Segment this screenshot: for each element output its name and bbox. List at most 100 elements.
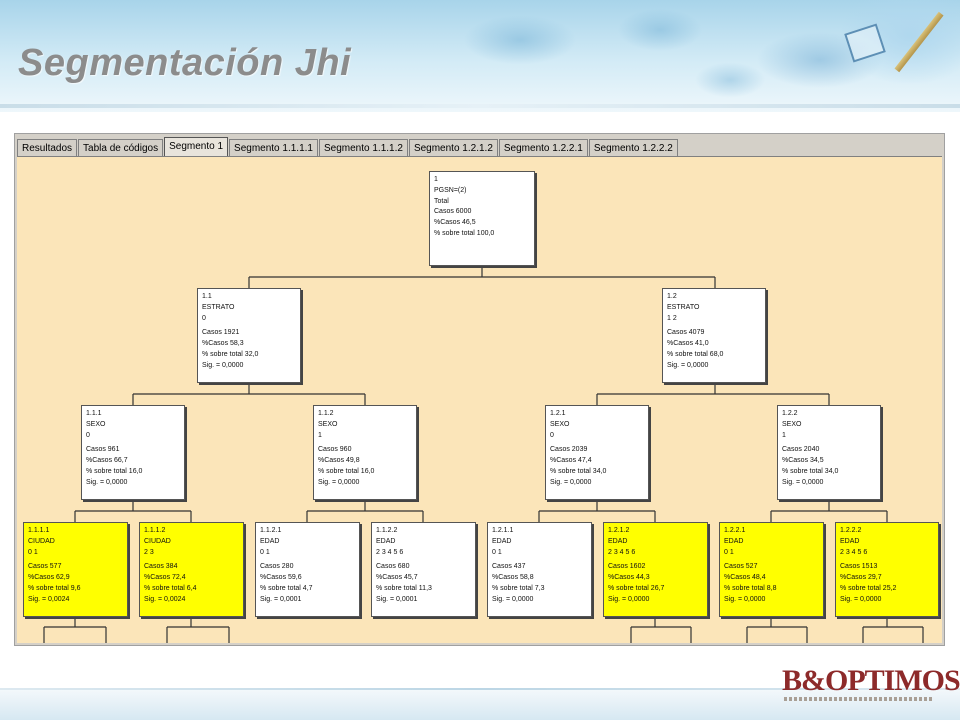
footer-divider <box>0 688 960 691</box>
tree-node-1-2[interactable]: 1.2 ESTRATO 1 2 Casos 4079 %Casos 41,0 %… <box>662 288 766 383</box>
node-sig: Sig. = 0,0000 <box>782 478 824 486</box>
node-pct-total: % sobre total 34,0 <box>550 467 607 475</box>
node-id: 1.1.2 <box>318 410 334 417</box>
tree-node-1-2-1-1[interactable]: 1.2.1.1 EDAD 0 1 Casos 437 %Casos 58,8 %… <box>487 522 592 617</box>
node-pct-total: % sobre total 6,4 <box>144 584 197 592</box>
node-id: 1.2.1 <box>550 410 566 417</box>
node-id: 1.2.2.1 <box>724 527 746 534</box>
slide-header <box>0 0 960 112</box>
connector-stub-1-2-1-2 <box>630 617 692 643</box>
node-variable: EDAD <box>724 537 744 545</box>
tree-node-1-2-1-2[interactable]: 1.2.1.2 EDAD 2 3 4 5 6 Casos 1602 %Casos… <box>603 522 708 617</box>
node-value: 1 <box>318 431 322 439</box>
node-casos: Casos 2040 <box>782 446 820 454</box>
connector-1-2 <box>596 383 830 405</box>
company-logo: B&OPTIMOS <box>782 664 960 704</box>
node-sig: Sig. = 0,0024 <box>144 595 186 603</box>
tree-node-1-1-2[interactable]: 1.1.2 SEXO 1 Casos 960 %Casos 49,8 % sob… <box>313 405 417 500</box>
connector-1-2-1 <box>538 500 656 522</box>
node-casos: Casos 577 <box>28 563 62 571</box>
node-sig: Sig. = 0,0000 <box>550 478 592 486</box>
node-variable: SEXO <box>318 420 338 428</box>
tree-node-1-2-2-1[interactable]: 1.2.2.1 EDAD 0 1 Casos 527 %Casos 48,4 %… <box>719 522 824 617</box>
logo-tagline-decoration <box>784 697 934 701</box>
node-pct-casos: %Casos 72,4 <box>144 574 186 582</box>
node-variable: EDAD <box>492 537 512 545</box>
tree-canvas: 1 PGSN=(2) Total Casos 6000 %Casos 46,5 … <box>17 156 942 643</box>
tree-node-1-2-2-2[interactable]: 1.2.2.2 EDAD 2 3 4 5 6 Casos 1513 %Casos… <box>835 522 939 617</box>
node-casos: Casos 527 <box>724 563 758 571</box>
node-pct-casos: %Casos 59,6 <box>260 574 302 582</box>
tree-node-1-1[interactable]: 1.1 ESTRATO 0 Casos 1921 %Casos 58,3 % s… <box>197 288 301 383</box>
node-value: 0 1 <box>260 548 270 556</box>
node-variable: EDAD <box>840 537 860 545</box>
node-id: 1.1.1.2 <box>144 527 166 534</box>
node-casos: Casos 960 <box>318 446 352 454</box>
tree-node-1-1-1[interactable]: 1.1.1 SEXO 0 Casos 961 %Casos 66,7 % sob… <box>81 405 185 500</box>
node-variable: EDAD <box>608 537 628 545</box>
tab-tabla-de-codigos[interactable]: Tabla de códigos <box>78 139 164 156</box>
tab-segmento-1-2-1-2[interactable]: Segmento 1.2.1.2 <box>408 139 498 156</box>
node-casos: Casos 6000 <box>434 208 472 216</box>
node-pct-total: % sobre total 11,3 <box>376 584 432 592</box>
node-sig: Sig. = 0,0000 <box>724 595 766 603</box>
tab-segmento-1-2-2-1[interactable]: Segmento 1.2.2.1 <box>498 139 588 156</box>
node-id: 1.2.1.2 <box>608 527 630 534</box>
connector-1-2-2 <box>770 500 888 522</box>
node-pct-total: % sobre total 4,7 <box>260 584 313 592</box>
node-id: 1.2 <box>667 293 677 300</box>
tab-resultados[interactable]: Resultados <box>17 139 78 156</box>
tab-segmento-1-1-1-2[interactable]: Segmento 1.1.1.2 <box>318 139 408 156</box>
tab-segmento-1-1-1-1[interactable]: Segmento 1.1.1.1 <box>229 139 318 156</box>
tree-connectors <box>43 266 924 643</box>
footer-band <box>0 690 960 720</box>
tab-segmento-1[interactable]: Segmento 1 <box>164 137 229 157</box>
node-variable: SEXO <box>86 420 106 428</box>
node-pct-total: % sobre total 9,6 <box>28 584 81 592</box>
tree-node-1-1-2-2[interactable]: 1.1.2.2 EDAD 2 3 4 5 6 Casos 680 %Casos … <box>371 522 476 617</box>
node-pct-casos: %Casos 48,4 <box>724 574 766 582</box>
node-casos: Casos 680 <box>376 563 410 571</box>
tree-node-1-1-1-1[interactable]: 1.1.1.1 CIUDAD 0 1 Casos 577 %Casos 62,9… <box>23 522 128 617</box>
node-variable: SEXO <box>550 420 570 428</box>
node-value: 2 3 4 5 6 <box>840 548 868 556</box>
node-pct-total: % sobre total 16,0 <box>318 467 375 475</box>
node-pct-casos: %Casos 49,8 <box>318 457 360 465</box>
slide-title: Segmentación Jhi <box>18 42 352 84</box>
node-pct-casos: %Casos 46,5 <box>434 219 476 227</box>
tab-segmento-1-2-2-2[interactable]: Segmento 1.2.2.2 <box>588 139 678 156</box>
connector-stub-1-2-2-2 <box>862 617 924 643</box>
node-pct-total: % sobre total 7,3 <box>492 584 545 592</box>
node-casos: Casos 2039 <box>550 446 588 454</box>
node-value: 0 <box>86 431 90 439</box>
node-pct-casos: %Casos 66,7 <box>86 457 128 465</box>
node-value: 0 1 <box>492 548 502 556</box>
connector-stub-1-1-1-2 <box>166 617 230 643</box>
node-sig: Sig. = 0,0000 <box>840 595 882 603</box>
node-pct-casos: %Casos 41,0 <box>667 340 709 348</box>
segmentation-app-window: Resultados Tabla de códigos Segmento 1 S… <box>14 133 945 646</box>
node-sig: Sig. = 0,0001 <box>376 595 418 603</box>
tree-node-1-1-1-2[interactable]: 1.1.1.2 CIUDAD 2 3 Casos 384 %Casos 72,4… <box>139 522 244 617</box>
node-sig: Sig. = 0,0000 <box>202 361 244 369</box>
node-value: 1 2 <box>667 314 677 322</box>
node-value: 2 3 4 5 6 <box>376 548 404 556</box>
header-divider <box>0 104 960 108</box>
node-id: 1.1.1 <box>86 410 102 417</box>
node-casos: Casos 1602 <box>608 563 646 571</box>
node-pct-total: % sobre total 8,8 <box>724 584 777 592</box>
logo-text: B&OPTIMOS <box>782 664 960 697</box>
tree-node-1-2-1[interactable]: 1.2.1 SEXO 0 Casos 2039 %Casos 47,4 % so… <box>545 405 649 500</box>
node-casos: Casos 961 <box>86 446 120 454</box>
tree-node-1-1-2-1[interactable]: 1.1.2.1 EDAD 0 1 Casos 280 %Casos 59,6 %… <box>255 522 360 617</box>
node-sig: Sig. = 0,0000 <box>608 595 650 603</box>
node-pct-total: % sobre total 26,7 <box>608 584 665 592</box>
node-variable: EDAD <box>376 537 396 545</box>
node-variable: CIUDAD <box>144 537 171 545</box>
node-pct-total: % sobre total 100,0 <box>434 229 495 237</box>
tree-node-1[interactable]: 1 PGSN=(2) Total Casos 6000 %Casos 46,5 … <box>429 171 535 266</box>
node-sig: Sig. = 0,0000 <box>667 361 709 369</box>
tree-node-1-2-2[interactable]: 1.2.2 SEXO 1 Casos 2040 %Casos 34,5 % so… <box>777 405 881 500</box>
node-variable: ESTRATO <box>202 303 235 311</box>
node-value: 2 3 <box>144 548 154 556</box>
